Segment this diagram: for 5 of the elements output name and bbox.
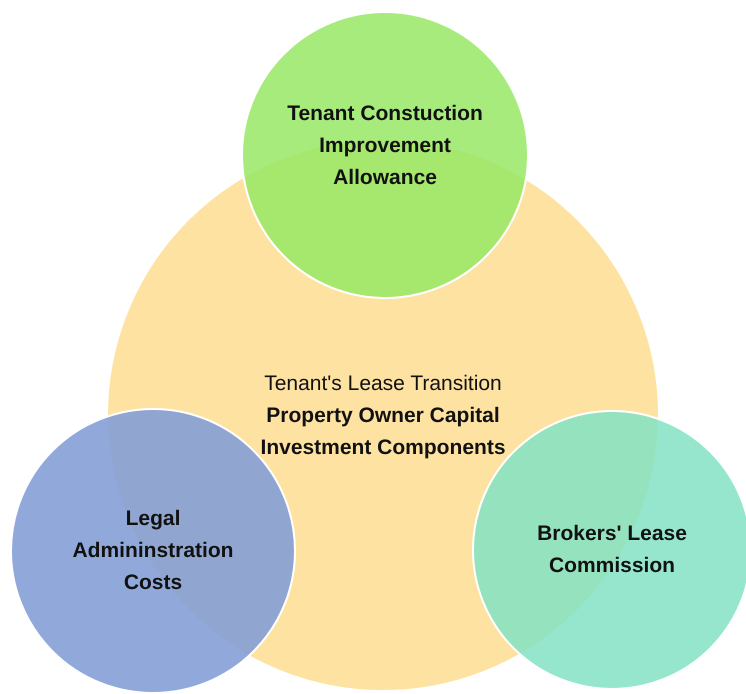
circle-label: Property Owner Capital Investment Components <box>259 403 507 461</box>
circle-label: Legal Admininstration Costs <box>72 506 234 596</box>
circle-label: Tenant Constuction Improvement Allowance <box>286 101 484 191</box>
circle-subtitle: Tenant's Lease Transition <box>263 371 503 397</box>
circle-label: Brokers' Lease Commission <box>536 521 688 579</box>
